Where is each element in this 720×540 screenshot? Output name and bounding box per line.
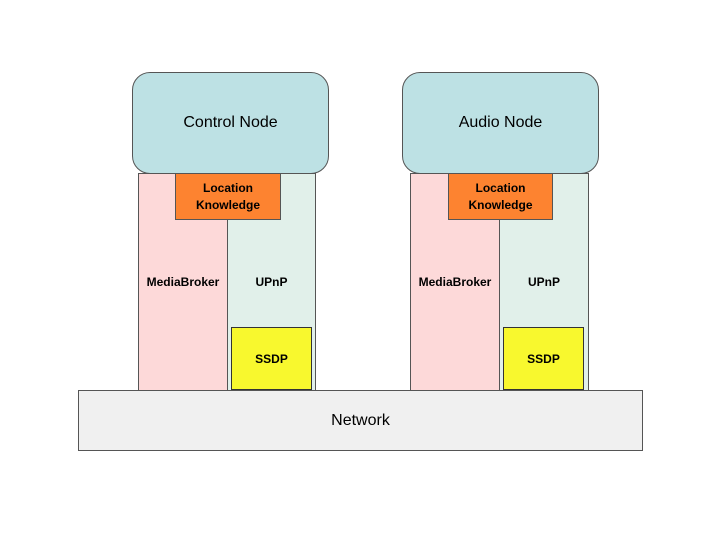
audio-location-line2: Knowledge (468, 197, 533, 212)
control-location-knowledge-box: Location Knowledge (175, 173, 281, 220)
control-upnp-label: UPnP (255, 275, 288, 289)
audio-ssdp-label: SSDP (527, 351, 560, 366)
audio-node-box: Audio Node (402, 72, 599, 174)
audio-location-knowledge-box: Location Knowledge (448, 173, 553, 220)
network-box: Network (78, 390, 643, 451)
control-location-line1: Location (202, 180, 253, 195)
control-node-label: Control Node (183, 114, 278, 131)
audio-upnp-label: UPnP (527, 275, 560, 289)
network-label: Network (331, 411, 390, 429)
control-location-line2: Knowledge (195, 197, 260, 212)
audio-location-line1: Location (475, 180, 526, 195)
control-ssdp-label: SSDP (255, 351, 288, 366)
audio-ssdp-box: SSDP (503, 327, 584, 390)
control-mediabroker-label: MediaBroker (146, 275, 220, 289)
control-node-box: Control Node (132, 72, 329, 174)
audio-node-label: Audio Node (458, 114, 543, 131)
audio-mediabroker-label: MediaBroker (418, 275, 492, 289)
control-ssdp-box: SSDP (231, 327, 312, 390)
